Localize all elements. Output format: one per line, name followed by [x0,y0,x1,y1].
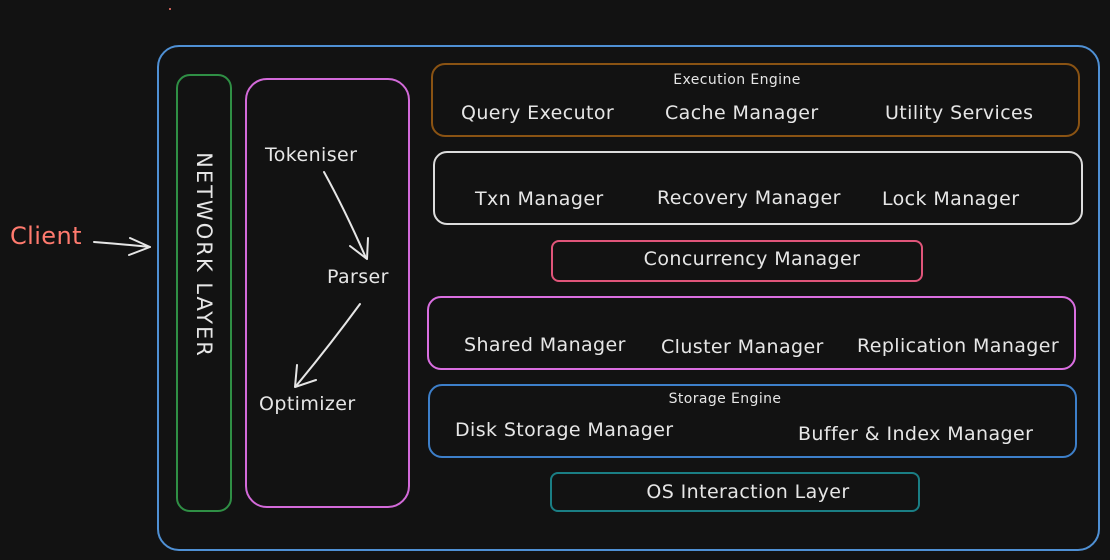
parser-label: Parser [327,266,389,288]
cache-manager-label: Cache Manager [665,102,819,124]
query-executor-label: Query Executor [461,102,615,124]
txn-manager-label: Txn Manager [475,188,604,210]
tokeniser-label: Tokeniser [265,144,358,166]
os-interaction-layer-label: OS Interaction Layer [646,481,850,503]
os-interaction-layer-box [550,472,920,512]
distribution-box [427,296,1076,370]
network-layer-box [176,74,232,512]
utility-services-label: Utility Services [885,102,1034,124]
storage-engine-box [428,384,1077,458]
shared-manager-label: Shared Manager [464,334,626,356]
execution-engine-box [431,63,1080,137]
optimizer-label: Optimizer [259,393,356,415]
transaction-box [433,151,1083,225]
storage-engine-title: Storage Engine [668,391,782,407]
query-pipeline-box [245,78,410,508]
concurrency-manager-label: Concurrency Manager [643,248,861,270]
stray-dot [169,8,171,10]
client-label: Client [10,222,82,250]
disk-storage-manager-label: Disk Storage Manager [455,419,674,441]
tokeniser-to-parser-arrow [323,171,369,260]
lock-manager-label: Lock Manager [882,188,1020,210]
buffer-index-manager-label: Buffer & Index Manager [798,423,1034,445]
replication-manager-label: Replication Manager [857,335,1060,357]
concurrency-manager-box [551,240,923,282]
recovery-manager-label: Recovery Manager [657,187,841,209]
cluster-manager-label: Cluster Manager [661,336,824,358]
client-arrow [93,237,151,256]
parser-to-optimizer-arrow [294,303,361,388]
network-layer-label: NETWORK LAYER [192,152,216,358]
execution-engine-title: Execution Engine [673,72,801,88]
database-system-container [157,45,1100,551]
